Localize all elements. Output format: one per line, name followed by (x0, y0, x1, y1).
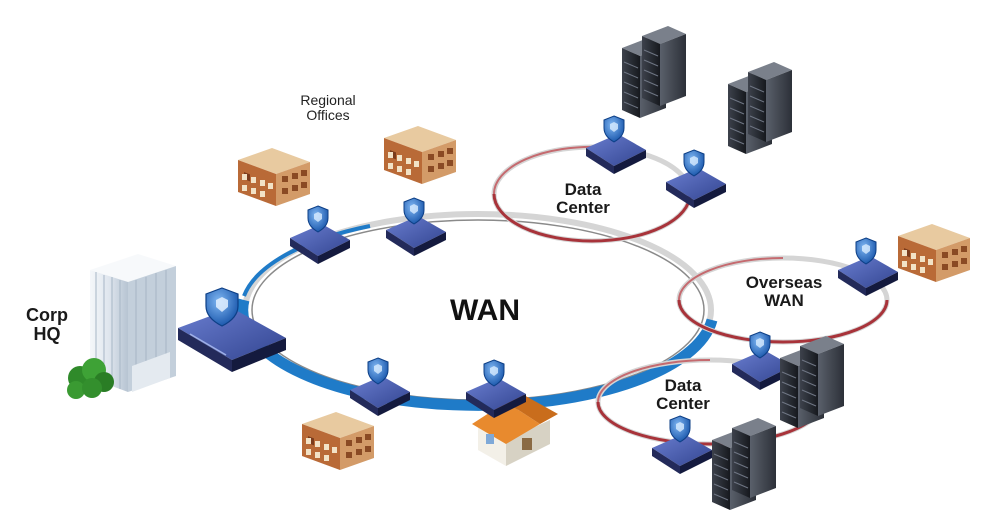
data-center-top-line2: Center (556, 197, 610, 217)
corp-hq-line1: Corp (26, 305, 68, 325)
data-center-top-label: Data Center (543, 181, 623, 217)
hq-gateway-icon (178, 287, 286, 372)
regional-offices-line1: Regional (300, 92, 356, 108)
wan-label: WAN (430, 295, 540, 327)
office-building-icon (238, 148, 310, 206)
server-icon (641, 25, 687, 107)
tree-icon (67, 358, 114, 399)
corp-hq-label: Corp HQ (18, 306, 76, 344)
data-center-bottom-line1: Data (664, 376, 702, 395)
router-icon (651, 415, 713, 475)
server-icon (799, 335, 845, 417)
regional-offices-line2: Offices (306, 106, 350, 123)
office-building-icon (898, 224, 970, 282)
wan-label-text: WAN (450, 294, 520, 327)
data-center-bottom-label: Data Center (643, 377, 723, 413)
overseas-wan-label: Overseas WAN (734, 274, 834, 310)
router-icon (349, 357, 411, 417)
data-center-bottom-line2: Center (656, 393, 710, 413)
corp-hq-line2: HQ (33, 323, 61, 344)
server-icon (731, 417, 777, 499)
router-icon (837, 237, 899, 297)
server-icon (747, 61, 793, 143)
office-building-icon (384, 126, 456, 184)
router-icon (585, 115, 647, 175)
regional-offices-label: Regional Offices (278, 93, 378, 122)
overseas-line2: WAN (764, 290, 804, 310)
router-icon (385, 197, 447, 257)
overseas-line1: Overseas (745, 273, 823, 292)
data-center-top-line1: Data (564, 180, 602, 199)
router-icon (665, 149, 727, 209)
office-building-icon (302, 412, 374, 470)
overseas-wan-ring (676, 255, 890, 345)
